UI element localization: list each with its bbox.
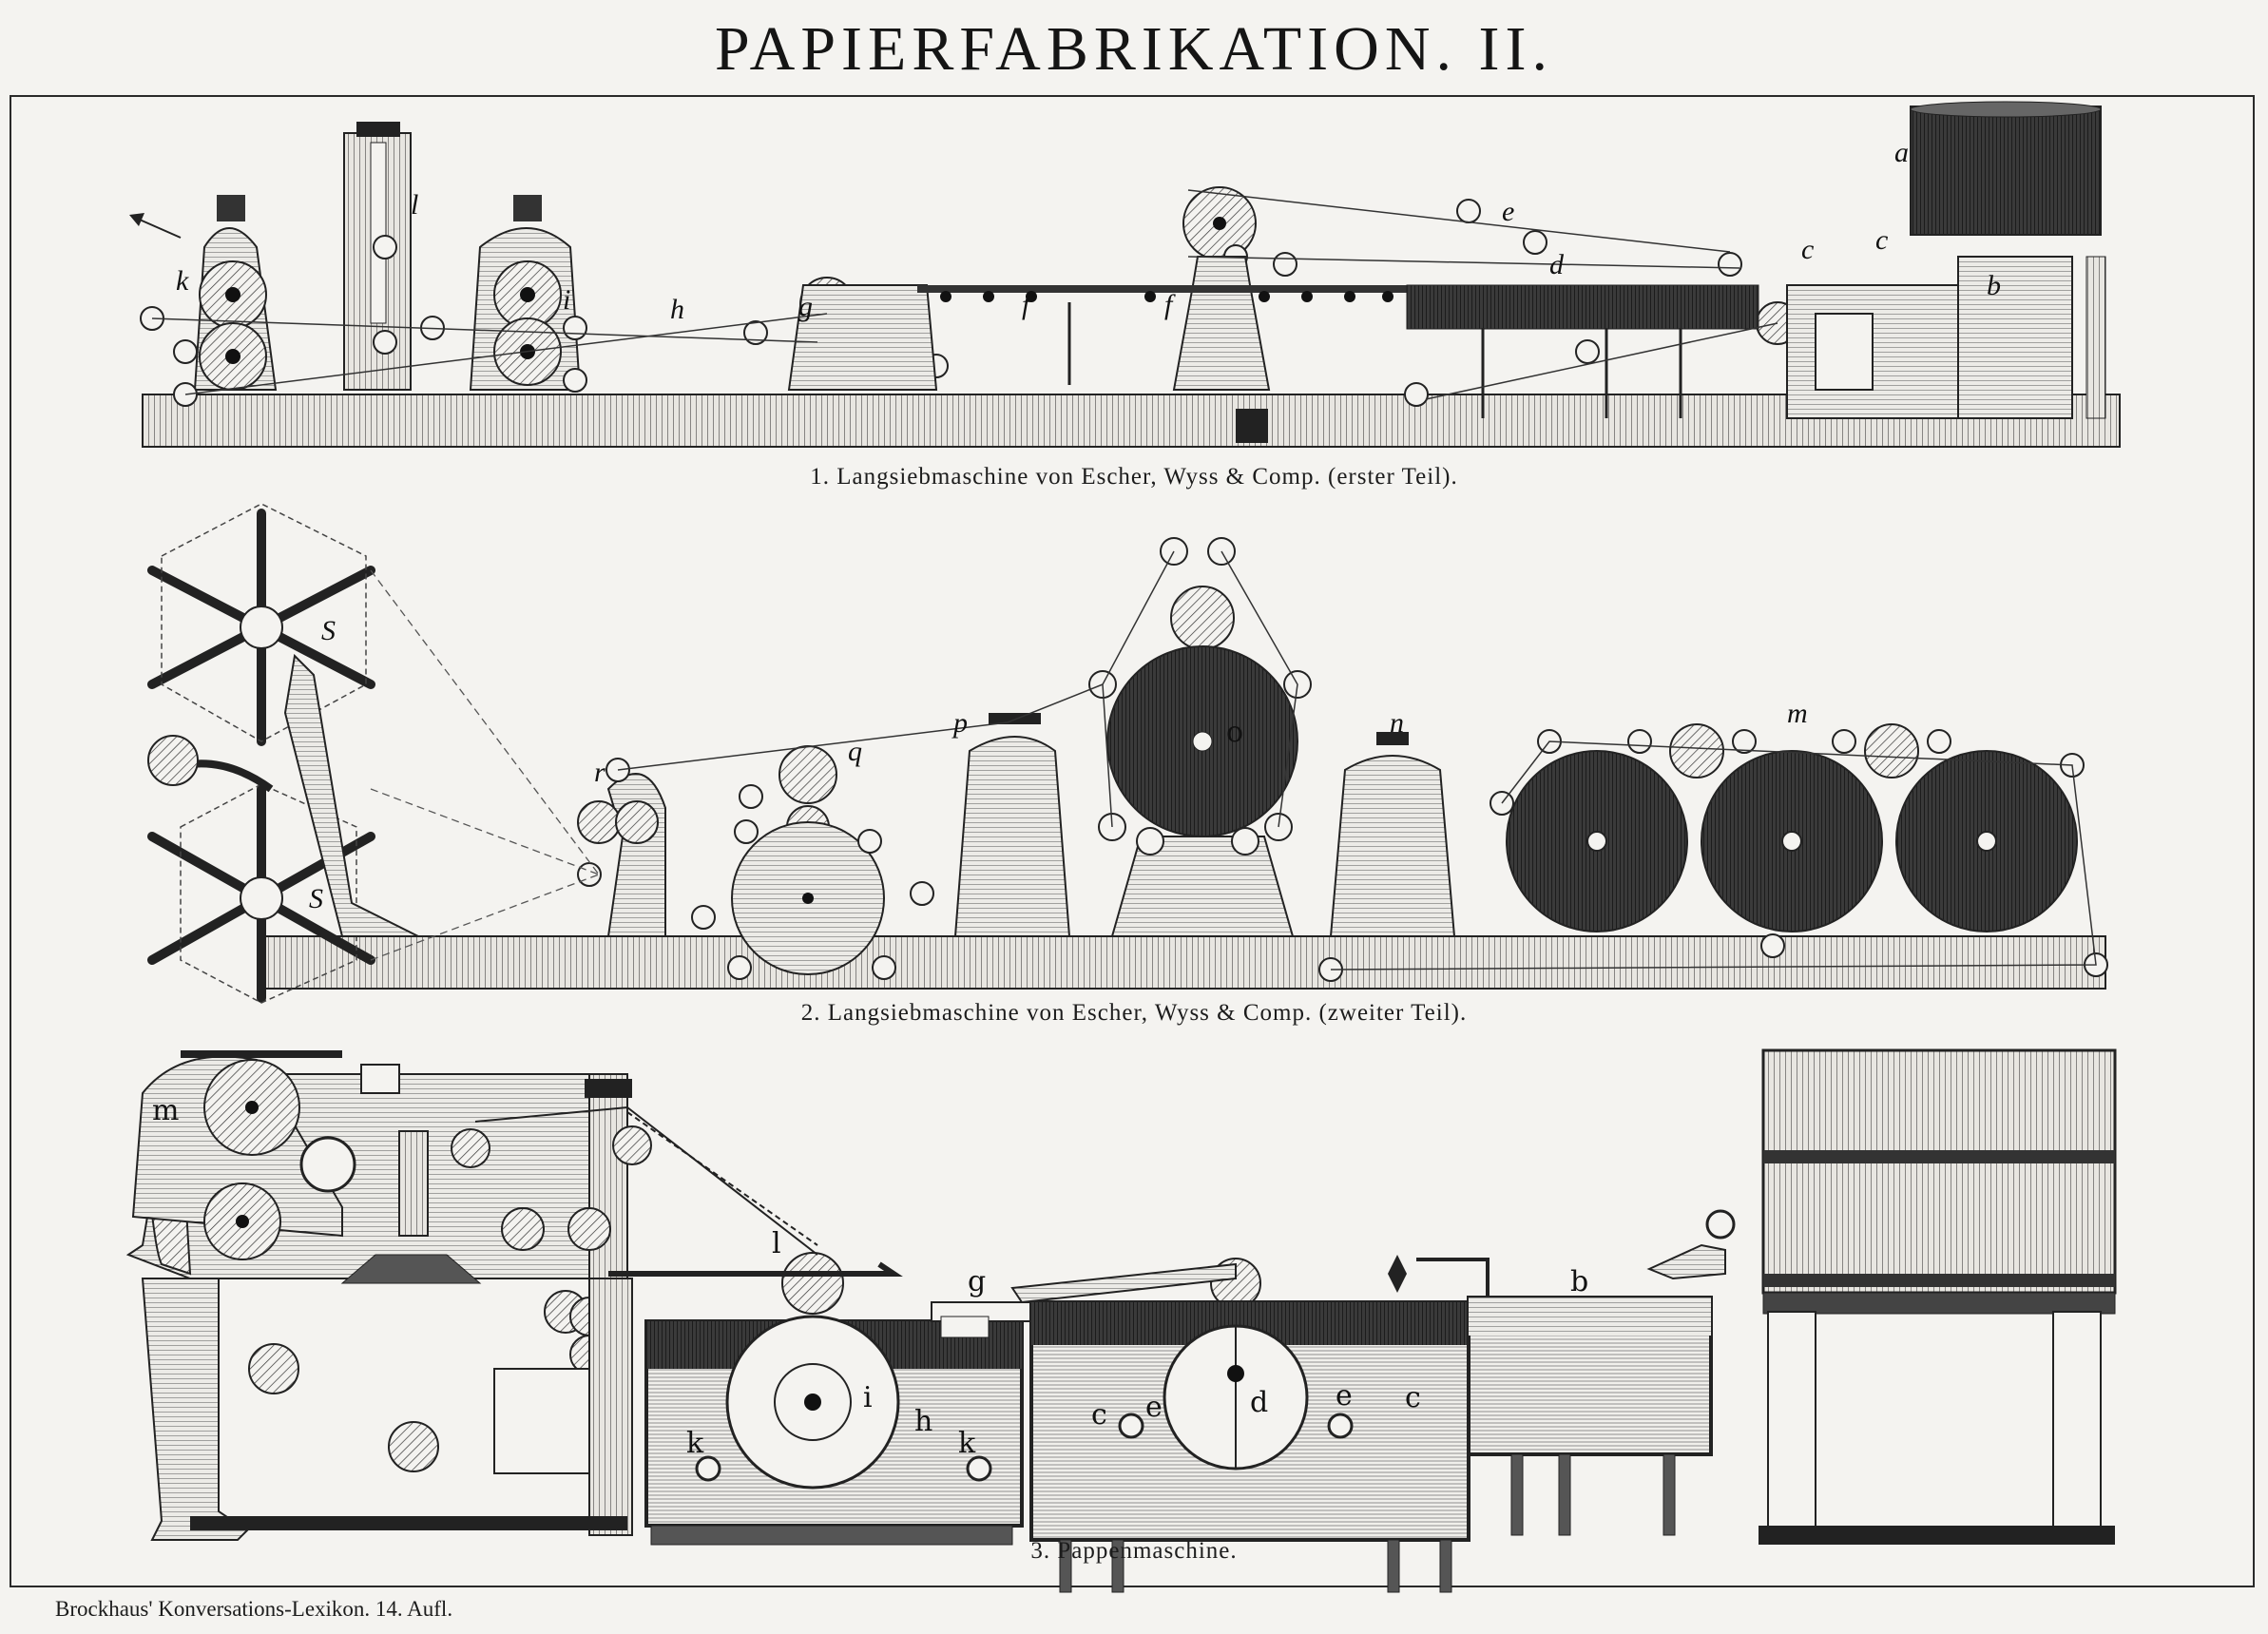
label-3-h: h [914, 1405, 932, 1438]
label-2-S-lower: S [309, 883, 323, 914]
plate-title: PAPIERFABRIKATION. II. [715, 14, 1553, 84]
label-3-g: g [968, 1265, 986, 1298]
label-3-e-left: e [1145, 1391, 1163, 1424]
label-2-m: m [1787, 698, 1808, 729]
label-1-c-left: c [1801, 234, 1814, 265]
figure-2-machine [147, 503, 2108, 1004]
figure-1-machine [129, 101, 2121, 448]
label-3-k-left: k [686, 1427, 704, 1460]
label-1-b: b [1987, 270, 2001, 301]
label-1-l: l [411, 189, 418, 221]
caption-figure-3: 3. Pappenmaschine. [1030, 1538, 1238, 1564]
figure-3-labels: m l g b i h k k c d e e c [152, 1094, 1588, 1460]
label-3-i: i [863, 1381, 873, 1414]
label-1-a: a [1894, 137, 1909, 168]
label-3-d: d [1250, 1386, 1268, 1419]
label-3-k-right: k [958, 1427, 976, 1460]
label-3-c-left: c [1091, 1398, 1107, 1432]
figure-2-labels: m n o p q r S S [309, 615, 1808, 914]
label-1-c-right: c [1875, 224, 1888, 256]
label-1-d: d [1549, 249, 1565, 280]
label-1-h: h [670, 294, 684, 325]
label-1-k: k [176, 265, 189, 297]
label-3-m: m [152, 1094, 179, 1127]
label-1-f-right: f [1164, 289, 1176, 320]
label-3-l: l [772, 1227, 781, 1260]
publisher-footer: Brockhaus' Konversations-Lexikon. 14. Au… [55, 1597, 453, 1621]
label-3-c-right: c [1405, 1381, 1421, 1414]
label-1-e: e [1502, 196, 1514, 227]
label-2-p: p [951, 707, 968, 739]
caption-figure-1: 1. Langsiebmaschine von Escher, Wyss & C… [810, 464, 1458, 490]
label-2-n: n [1390, 707, 1404, 739]
plate-frame [10, 95, 2255, 1587]
figure-3-machine [125, 1048, 2117, 1593]
figure-1-labels: a b c c d e f f g h i k l [176, 137, 2001, 325]
label-2-S-upper: S [321, 615, 336, 646]
label-1-g: g [798, 291, 813, 322]
label-1-i: i [563, 284, 570, 316]
label-2-q: q [848, 736, 862, 767]
label-2-r: r [594, 757, 605, 788]
caption-figure-2: 2. Langsiebmaschine von Escher, Wyss & C… [800, 1000, 1468, 1026]
label-3-b: b [1570, 1265, 1588, 1298]
label-2-o: o [1226, 716, 1243, 749]
label-3-e-right: e [1336, 1379, 1353, 1413]
